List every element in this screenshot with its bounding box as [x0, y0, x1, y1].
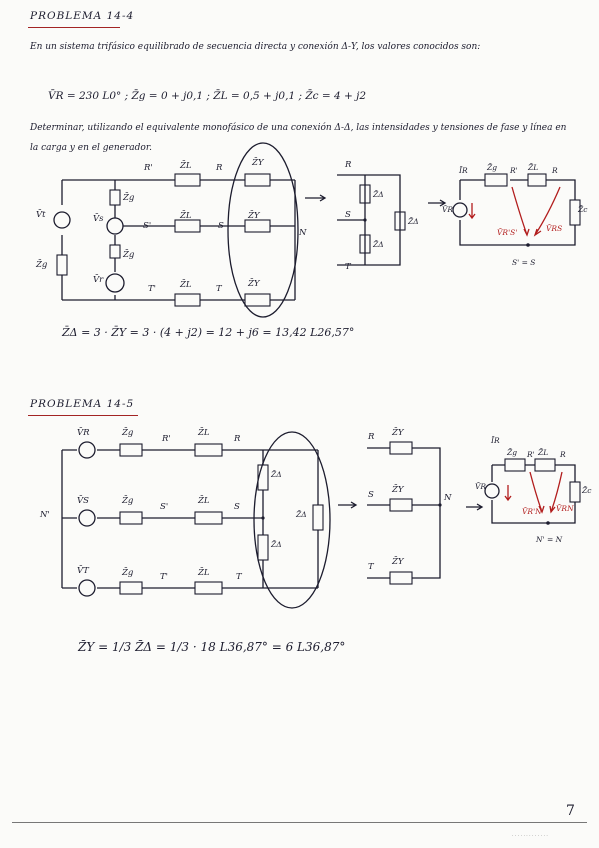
eq-node-r: R: [345, 160, 352, 170]
line-impedance-label: Z̄L: [198, 568, 210, 578]
node-label-r: R: [552, 166, 558, 175]
generator-impedance-label: Z̄g: [36, 260, 48, 270]
eq-node-s: S: [345, 210, 351, 220]
source-t-label: V̄t: [36, 210, 46, 220]
delta-impedance-label: Z̄Δ: [271, 540, 282, 549]
star-impedance-label: Z̄Y: [392, 428, 404, 438]
node-label-s: S: [218, 221, 224, 231]
source-r-label: V̄R: [475, 482, 487, 491]
neutral-prime-label: N': [40, 510, 50, 520]
generator-impedance-label: Z̄g: [487, 163, 498, 172]
line-impedance-label: Z̄L: [180, 161, 192, 171]
node-label-r-prime: R': [527, 450, 535, 459]
eq-node-r: R: [368, 432, 375, 442]
current-label: ĪR: [459, 166, 468, 175]
node-label-t: T: [236, 572, 242, 582]
delta-impedance-label: Z̄Δ: [296, 510, 307, 519]
delta-impedance-label: Z̄Δ: [373, 190, 384, 199]
title-underline: [28, 415, 138, 417]
page-number: 7: [566, 803, 575, 819]
node-label-s: S: [234, 502, 240, 512]
load-impedance-label: Z̄c: [578, 205, 588, 214]
node-label-r-prime: R': [162, 434, 171, 444]
problem-2-result: Z̄Y = 1/3 Z̄Δ = 1/3 · 18 L36,87° = 6 L36…: [78, 640, 346, 654]
node-label-r: R: [234, 434, 241, 444]
generator-impedance-label: Z̄g: [123, 250, 135, 260]
node-label-t: T: [216, 284, 222, 294]
neutral-label: N: [299, 228, 307, 238]
node-equivalence-label: S' = S: [512, 258, 536, 267]
node-label-s-prime: S': [143, 221, 152, 231]
star-impedance-label: Z̄Y: [248, 279, 260, 289]
source-t-label: V̄T: [77, 566, 89, 576]
voltage-label-red: V̄R'S': [497, 228, 518, 237]
star-impedance-label: Z̄Y: [392, 485, 404, 495]
eq-node-t: T: [368, 562, 374, 572]
line-impedance-label: Z̄L: [198, 496, 210, 506]
line-impedance-label: Z̄L: [528, 163, 539, 172]
node-label-r-prime: R': [144, 163, 153, 173]
line-impedance-label: Z̄L: [180, 280, 192, 290]
source-s-label: V̄s: [93, 214, 104, 224]
problem-1-title: PROBLEMA 14-4: [30, 10, 135, 22]
generator-impedance-label: Z̄g: [122, 428, 134, 438]
voltage-label-red: V̄R'N': [522, 507, 544, 516]
source-r-label: V̄R: [442, 205, 454, 214]
delta-impedance-label: Z̄Δ: [408, 217, 419, 226]
node-label-s-prime: S': [160, 502, 169, 512]
star-impedance-label: Z̄Y: [392, 557, 404, 567]
current-label: ĪR: [491, 436, 500, 445]
footer-watermark: · · · · · · · · · · · · ·: [512, 834, 548, 839]
problem-2-title: PROBLEMA 14-5: [30, 398, 135, 410]
delta-impedance-label: Z̄Δ: [271, 470, 282, 479]
node-label-r: R: [216, 163, 223, 173]
footer-rule: [12, 822, 587, 823]
eq-node-t: T: [345, 262, 351, 272]
title-underline: [28, 27, 120, 29]
problem-1-result: Z̄Δ = 3 · Z̄Y = 3 · (4 + j2) = 12 + j6 =…: [62, 326, 355, 339]
line-impedance-label: Z̄L: [538, 448, 549, 457]
node-label-t-prime: T': [160, 572, 169, 582]
load-impedance-label: Z̄c: [582, 486, 592, 495]
node-label-r: R: [560, 450, 566, 459]
generator-impedance-label: Z̄g: [122, 568, 134, 578]
problem-1-statement-line-1: En un sistema trifásico equilibrado de s…: [30, 42, 481, 52]
line-impedance-label: Z̄L: [198, 428, 210, 438]
problem-1-statement-line-2: Determinar, utilizando el equivalente mo…: [30, 123, 567, 153]
source-r-label: V̄r: [93, 275, 104, 285]
voltage-label-red: V̄RS: [546, 224, 563, 233]
generator-impedance-label: Z̄g: [122, 496, 134, 506]
generator-impedance-label: Z̄g: [507, 448, 518, 457]
problem-1-data-equation: V̄R = 230 L0° ; Z̄g = 0 + j0,1 ; Z̄L = 0…: [48, 90, 367, 102]
star-impedance-label: Z̄Y: [252, 158, 264, 168]
neutral-label: N: [444, 493, 452, 503]
delta-impedance-label: Z̄Δ: [373, 240, 384, 249]
eq-node-s: S: [368, 490, 374, 500]
generator-impedance-label: Z̄g: [123, 193, 135, 203]
node-label-r-prime: R': [510, 166, 518, 175]
voltage-label-red: V̄RN: [556, 504, 574, 513]
line-impedance-label: Z̄L: [180, 211, 192, 221]
star-impedance-label: Z̄Y: [248, 211, 260, 221]
node-equivalence-label: N' = N: [536, 535, 563, 544]
source-r-label: V̄R: [77, 428, 90, 438]
node-label-t-prime: T': [148, 284, 157, 294]
source-s-label: V̄S: [77, 496, 89, 506]
